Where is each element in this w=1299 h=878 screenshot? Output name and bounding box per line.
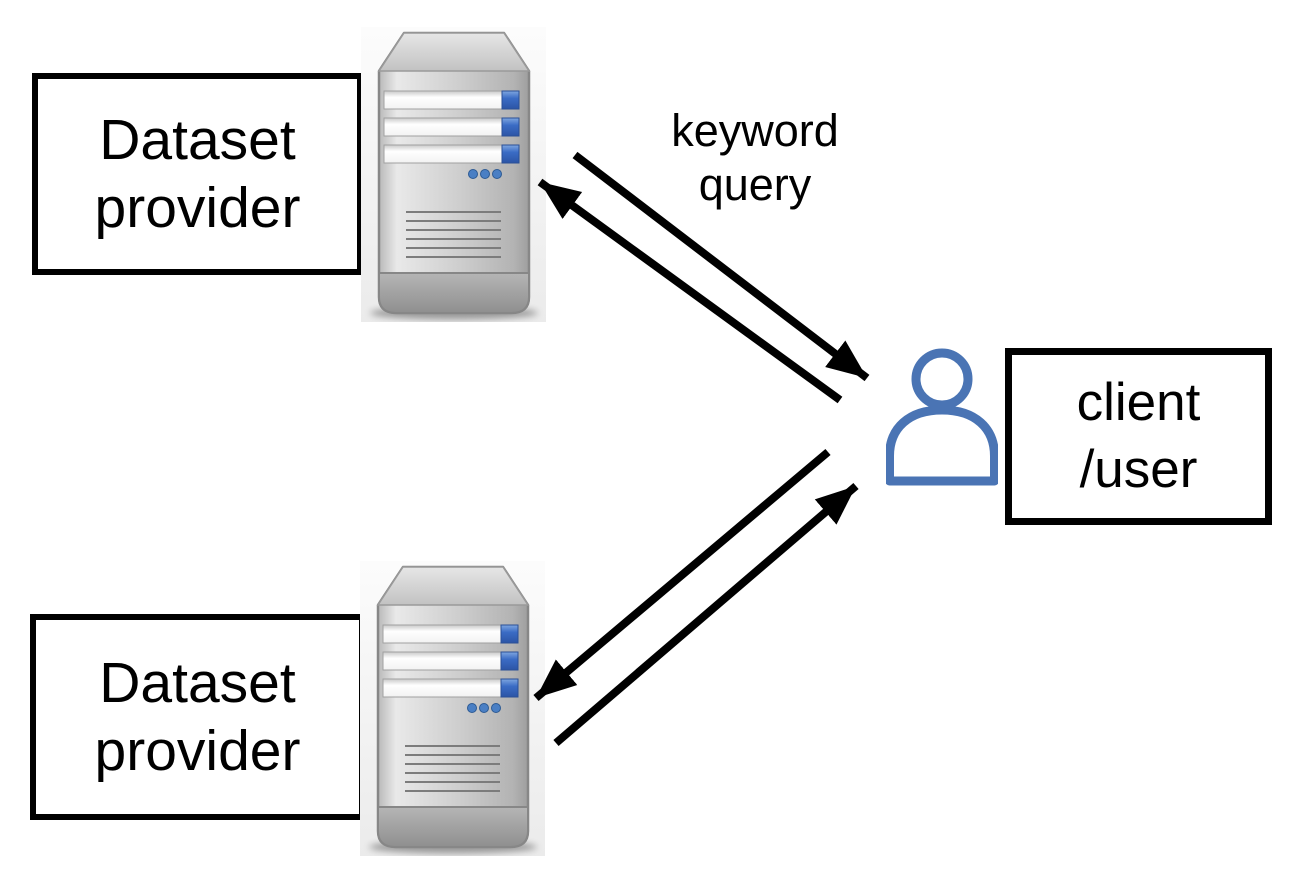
dataset-provider-top-label-line1: Dataset xyxy=(99,107,296,172)
client-user-box: client /user xyxy=(1005,348,1272,525)
arrow-client-to-bottom-server xyxy=(533,448,831,702)
keyword-query-label: keyword query xyxy=(615,104,895,212)
client-user-label-line2: /user xyxy=(1079,439,1198,499)
server-icon xyxy=(361,27,546,322)
arrow-client-to-top-server xyxy=(537,178,843,404)
client-user-label-line1: client xyxy=(1076,373,1201,433)
dataset-provider-bottom-label-line2: provider xyxy=(94,719,301,783)
dataset-provider-top-label-line2: provider xyxy=(94,176,301,240)
server-icon xyxy=(360,561,545,856)
dataset-provider-bottom-label-line1: Dataset xyxy=(99,650,296,715)
dataset-provider-top-box: Dataset provider xyxy=(32,73,363,275)
arrow-bottom-server-to-client xyxy=(553,482,859,747)
user-icon xyxy=(886,346,998,486)
keyword-query-label-line2: query xyxy=(698,159,812,210)
keyword-query-label-line1: keyword xyxy=(671,105,839,156)
dataset-provider-bottom-box: Dataset provider xyxy=(30,614,365,820)
